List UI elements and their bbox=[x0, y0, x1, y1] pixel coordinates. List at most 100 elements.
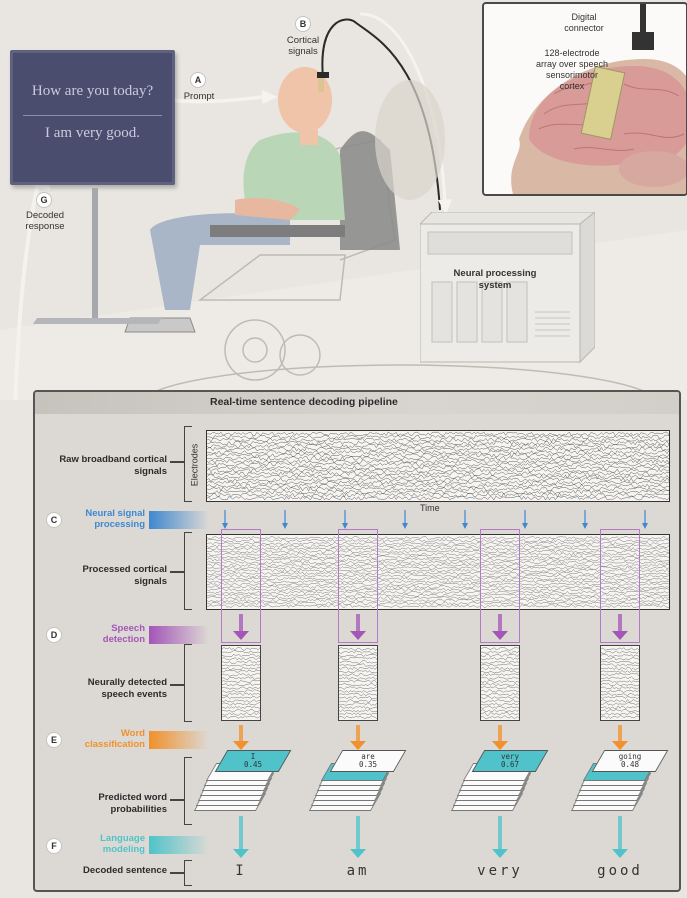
speech-window-3 bbox=[480, 529, 520, 643]
signal-trace bbox=[207, 546, 669, 551]
inset-array-line1: 128-electrode bbox=[544, 48, 600, 58]
speech-detection-arrow-head bbox=[492, 631, 508, 640]
speech-event-4 bbox=[600, 645, 640, 721]
raw-signal-traces bbox=[207, 431, 669, 501]
signal-trace bbox=[207, 552, 669, 557]
speech-detection-arrow-head bbox=[612, 631, 628, 640]
processed-signal-plot bbox=[206, 534, 670, 610]
signal-trace bbox=[601, 680, 639, 683]
signal-trace bbox=[207, 601, 669, 606]
speech-window-2 bbox=[338, 529, 378, 643]
signal-trace bbox=[601, 705, 639, 710]
stage-badge-f: F bbox=[46, 838, 62, 854]
signal-trace bbox=[601, 682, 639, 687]
signal-trace bbox=[339, 699, 377, 703]
stage-label-neural-signal-processing: Neural signal processing bbox=[65, 508, 145, 530]
word-classification-arrow-head bbox=[612, 741, 628, 750]
speech-events-label: Neurally detected speech events bbox=[35, 677, 167, 701]
signal-trace bbox=[339, 670, 377, 674]
speech-event-1-traces bbox=[222, 647, 260, 719]
predicted-probability: 0.67 bbox=[500, 760, 520, 769]
signal-trace bbox=[207, 486, 669, 492]
decoded-word-2: am bbox=[346, 863, 370, 879]
language-modeling-arrow-head bbox=[612, 849, 628, 858]
sampling-arrow-head bbox=[222, 523, 228, 529]
speech-events-label-line1: Neurally detected bbox=[87, 677, 167, 688]
signal-trace bbox=[207, 446, 669, 452]
stage-d-line2: detection bbox=[102, 634, 145, 645]
speech-event-2 bbox=[338, 645, 378, 721]
signal-trace bbox=[601, 673, 639, 677]
signal-trace bbox=[601, 702, 639, 706]
decoded-sentence-bracket bbox=[184, 860, 192, 886]
signal-trace bbox=[207, 590, 669, 595]
signal-trace bbox=[481, 702, 519, 706]
signal-trace bbox=[601, 708, 639, 713]
signal-trace bbox=[207, 574, 669, 578]
stage-c-line2: processing bbox=[94, 519, 145, 530]
sampling-arrow-head bbox=[342, 523, 348, 529]
signal-trace bbox=[339, 686, 377, 690]
signal-trace bbox=[481, 686, 519, 689]
stage-badge-d: D bbox=[46, 627, 62, 643]
signal-trace bbox=[222, 699, 260, 703]
raw-signals-label: Raw broadband cortical signals bbox=[35, 454, 167, 478]
decoded-response-arrow bbox=[13, 174, 42, 400]
signal-trace bbox=[481, 689, 519, 693]
callout-badge-a: A bbox=[190, 72, 206, 88]
predicted-word: I bbox=[250, 752, 256, 761]
signal-trace bbox=[481, 660, 519, 664]
processed-signals-leader bbox=[170, 571, 184, 573]
nps-line2: system bbox=[478, 280, 512, 291]
signal-trace bbox=[601, 715, 639, 719]
signal-trace bbox=[339, 715, 377, 719]
signal-trace bbox=[339, 653, 377, 657]
speech-detection-arrow-shaft bbox=[239, 614, 243, 632]
speech-events-bracket bbox=[184, 644, 192, 722]
word-probabilities-label-line1: Predicted word bbox=[98, 792, 167, 803]
display-monitor: How are you today? I am very good. bbox=[10, 50, 175, 185]
decoded-word-4: good bbox=[597, 863, 643, 879]
decoded-response-text: I am very good. bbox=[45, 125, 140, 141]
signal-trace bbox=[481, 653, 519, 658]
pipeline-title: Real-time sentence decoding pipeline bbox=[210, 396, 398, 408]
signal-trace bbox=[481, 663, 519, 667]
inset-array-line4: cortex bbox=[559, 81, 585, 91]
stage-f-line2: modeling bbox=[102, 844, 145, 855]
predicted-probability: 0.35 bbox=[358, 760, 378, 769]
signal-trace bbox=[601, 699, 639, 703]
sampling-arrows bbox=[222, 510, 648, 529]
sampling-arrow-head bbox=[462, 523, 468, 529]
signal-trace bbox=[601, 653, 639, 657]
language-modeling-arrow-shaft bbox=[239, 816, 243, 850]
stage-badge-c: C bbox=[46, 512, 62, 528]
signal-trace bbox=[481, 709, 519, 713]
signal-trace bbox=[481, 683, 519, 687]
raw-signals-label-line1: Raw broadband cortical bbox=[59, 454, 167, 465]
signal-trace bbox=[207, 544, 669, 548]
signal-trace bbox=[207, 495, 669, 501]
stage-f-line1: Language bbox=[100, 833, 145, 844]
monitor-divider bbox=[23, 115, 162, 116]
word-classification-arrow-head bbox=[350, 741, 366, 750]
language-modeling-arrow-shaft bbox=[356, 816, 360, 850]
speech-event-4-traces bbox=[601, 647, 639, 719]
word-classification-arrow-shaft bbox=[356, 725, 360, 742]
time-axis-label: Time bbox=[420, 503, 440, 513]
signal-trace bbox=[601, 686, 639, 690]
stage-bar-speech-detection bbox=[149, 626, 209, 644]
signal-trace bbox=[601, 666, 639, 670]
predicted-word: are bbox=[361, 752, 375, 761]
decoded-sentence-leader bbox=[170, 872, 184, 874]
stage-d-line1: Speech bbox=[111, 623, 145, 634]
signal-trace bbox=[601, 676, 639, 680]
signal-trace bbox=[207, 449, 669, 455]
monitor-stand bbox=[92, 188, 98, 318]
processed-signals-bracket bbox=[184, 532, 192, 610]
callout-label-cortical-signals: Cortical signals bbox=[280, 35, 326, 57]
sampling-arrow-head bbox=[522, 523, 528, 529]
decoded-word-3: very bbox=[477, 863, 523, 879]
signal-trace bbox=[207, 541, 669, 546]
signal-trace bbox=[339, 650, 377, 654]
signal-trace bbox=[207, 598, 669, 603]
